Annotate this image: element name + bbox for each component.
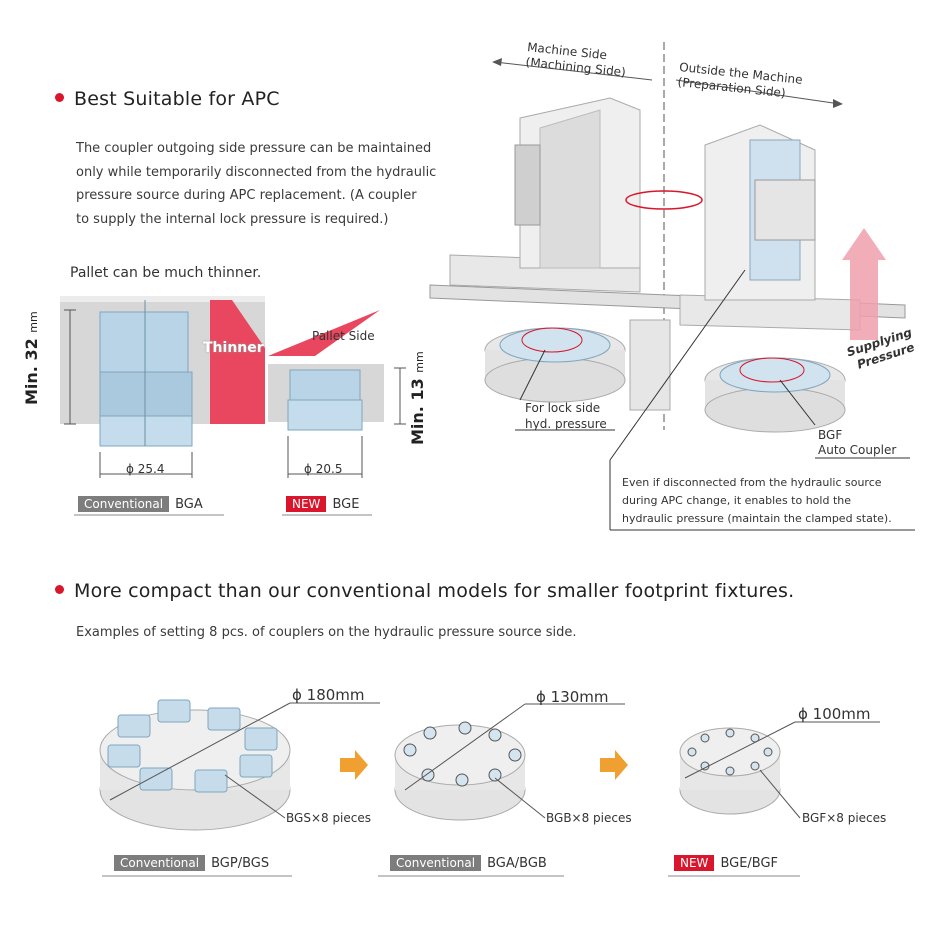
apc-note: Even if disconnected from the hydraulic … [622, 476, 892, 525]
supply-arrow [842, 228, 886, 340]
coupler-conventional-base [99, 415, 193, 447]
section1-heading: Best Suitable for APC [55, 88, 280, 110]
diameter-100: ϕ 100mm [798, 705, 871, 723]
model-label-new: NEW BGE [286, 496, 359, 512]
diameter-130: ϕ 130mm [536, 688, 609, 706]
pieces-bgb: BGB×8 pieces [546, 811, 632, 825]
coupler-conventional-upper [99, 311, 189, 373]
example-label-bgp: Conventional BGP/BGS [114, 855, 269, 871]
bullet-dot-icon [55, 585, 64, 594]
body-line: to supply the internal lock pressure is … [76, 211, 389, 227]
new-tag: NEW [286, 496, 327, 512]
example-label-bge: NEW BGE/BGF [674, 855, 778, 871]
section2-heading: More compact than our conventional model… [55, 580, 794, 602]
conventional-tag: Conventional [78, 496, 170, 512]
pallet-side-label: Pallet Side [312, 329, 375, 343]
arrow-right-icon [340, 750, 368, 780]
section1-body: The coupler outgoing side pressure can b… [76, 137, 436, 231]
bgf-coupler-label: BGF Auto Coupler [818, 428, 897, 457]
diameter-new: ϕ 20.5 [304, 462, 343, 476]
pieces-bgf: BGF×8 pieces [802, 811, 887, 825]
pallet-caption: Pallet can be much thinner. [70, 265, 262, 281]
section2-subtext: Examples of setting 8 pcs. of couplers o… [76, 625, 577, 640]
body-line: only while temporarily disconnected from… [76, 164, 437, 180]
body-line: The coupler outgoing side pressure can b… [76, 141, 432, 156]
coupler-conventional-mid [99, 371, 193, 417]
thinner-arrow [210, 300, 265, 424]
bullet-dot-icon [55, 93, 64, 102]
diameter-conventional: ϕ 25.4 [126, 462, 165, 476]
body-line: pressure source during APC replacement. … [76, 188, 417, 203]
conventional-tag: Conventional [114, 855, 206, 871]
example-label-bga: Conventional BGA/BGB [390, 855, 547, 871]
pieces-bgs: BGS×8 pieces [286, 811, 372, 825]
thinner-label: Thinner [203, 340, 264, 356]
arrow-right-icon [600, 750, 628, 780]
new-tag: NEW [674, 855, 715, 871]
model-label-conventional: Conventional BGA [78, 496, 203, 512]
coupler-new-base [287, 399, 363, 431]
coupler-new-upper [289, 369, 361, 401]
lock-side-label: For lock side hyd. pressure [525, 401, 607, 431]
diameter-180: ϕ 180mm [292, 686, 365, 704]
conventional-tag: Conventional [390, 855, 482, 871]
